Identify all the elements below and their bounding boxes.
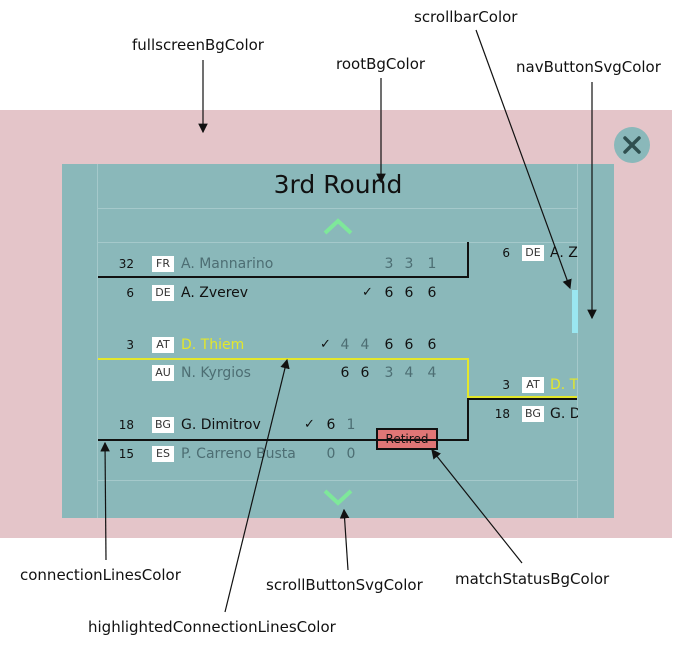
player-flag: ES — [152, 446, 174, 462]
player-score: 6 — [360, 365, 370, 381]
annotation-scroll-button-svg-color: scrollButtonSvgColor — [266, 576, 423, 594]
player-score: 3 — [404, 256, 414, 272]
player-flag: AT — [152, 337, 174, 353]
connection-line — [467, 398, 577, 400]
player-flag: AU — [152, 365, 174, 381]
player-score: 6 — [427, 337, 437, 353]
next-round-player-row[interactable]: 6 DE A. Z — [492, 244, 578, 264]
annotation-connection-lines-color: connectionLinesColor — [20, 566, 181, 584]
match-1-player-1-row[interactable]: 32 FR A. Mannarino 3 3 1 — [98, 255, 438, 275]
player-name: G. D — [550, 406, 578, 422]
player-score: 6 — [427, 285, 437, 301]
close-button[interactable] — [614, 127, 650, 163]
annotation-fullscreen-bg-color: fullscreenBgColor — [132, 36, 264, 54]
annotation-root-bg-color: rootBgColor — [336, 55, 426, 73]
scroll-down-divider — [98, 480, 578, 481]
player-name: P. Carreno Busta — [181, 446, 296, 462]
player-score: 6 — [384, 337, 394, 353]
winner-check-icon: ✓ — [362, 285, 373, 300]
scroll-down-button[interactable] — [322, 488, 354, 512]
player-seed: 6 — [126, 286, 134, 300]
player-score: 4 — [404, 365, 414, 381]
connection-line — [98, 276, 469, 278]
match-1-player-2-row[interactable]: 6 DE A. Zverev ✓ 6 6 6 — [98, 284, 438, 304]
player-score: 0 — [326, 446, 336, 462]
player-seed: 6 — [502, 246, 510, 260]
header-divider — [98, 208, 578, 209]
player-score: 6 — [404, 285, 414, 301]
player-score: 4 — [427, 365, 437, 381]
player-seed: 32 — [118, 257, 134, 271]
annotation-scrollbar-color: scrollbarColor — [414, 8, 518, 26]
player-seed: 15 — [118, 447, 134, 461]
bracket-root: 3rd Round 32 FR A. Mannarino 3 3 1 6 DE … — [62, 164, 614, 518]
player-score: 6 — [384, 285, 394, 301]
player-flag: FR — [152, 256, 174, 272]
player-score: 4 — [340, 337, 350, 353]
panel-divider-left — [97, 164, 98, 518]
chevron-down-icon — [323, 489, 353, 506]
annotation-nav-button-svg-color: navButtonSvgColor — [516, 58, 661, 76]
player-name: A. Mannarino — [181, 256, 274, 272]
match-2-player-2-row[interactable]: AU N. Kyrgios 6 6 3 4 4 — [98, 364, 438, 384]
player-score: 0 — [346, 446, 356, 462]
player-score: 1 — [346, 417, 356, 433]
match-2-player-1-row[interactable]: 3 AT D. Thiem ✓ 4 4 6 6 6 — [98, 336, 438, 356]
player-score: 6 — [326, 417, 336, 433]
connection-line — [467, 398, 469, 441]
highlighted-connection-line — [98, 358, 469, 360]
winner-check-icon: ✓ — [320, 337, 331, 352]
player-score: 3 — [384, 256, 394, 272]
player-flag: BG — [152, 417, 174, 433]
player-name: D. Thiem — [181, 337, 245, 353]
player-seed: 18 — [118, 418, 134, 432]
highlighted-connection-line — [467, 358, 469, 398]
player-name: N. Kyrgios — [181, 365, 251, 381]
player-flag: DE — [152, 285, 174, 301]
close-icon — [623, 136, 641, 154]
player-name: D. T — [550, 377, 578, 393]
connection-line — [98, 439, 469, 441]
player-seed: 18 — [494, 407, 510, 421]
connection-line — [467, 242, 469, 278]
player-score: 4 — [360, 337, 370, 353]
player-flag: BG — [522, 406, 544, 422]
player-score: 6 — [404, 337, 414, 353]
next-round-player-row[interactable]: 3 AT D. T — [492, 376, 578, 396]
scrollbar-thumb[interactable] — [572, 290, 578, 333]
annotation-highlighted-connection-lines-color: highlightedConnectionLinesColor — [88, 618, 336, 636]
player-score: 3 — [384, 365, 394, 381]
winner-check-icon: ✓ — [304, 417, 315, 432]
scroll-up-button[interactable] — [322, 216, 354, 240]
panel-divider-right — [577, 164, 578, 518]
annotation-match-status-bg-color: matchStatusBgColor — [455, 570, 610, 588]
round-title: 3rd Round — [273, 170, 403, 199]
chevron-up-icon — [323, 218, 353, 235]
player-seed: 3 — [126, 338, 134, 352]
next-round-player-row[interactable]: 18 BG G. D — [492, 405, 578, 425]
player-name: A. Z — [550, 245, 578, 261]
player-flag: DE — [522, 245, 544, 261]
player-name: G. Dimitrov — [181, 417, 261, 433]
player-score: 1 — [427, 256, 437, 272]
player-name: A. Zverev — [181, 285, 249, 301]
scroll-up-divider — [98, 242, 578, 243]
player-seed: 3 — [502, 378, 510, 392]
player-flag: AT — [522, 377, 544, 393]
highlighted-connection-line — [467, 396, 577, 398]
player-score: 6 — [340, 365, 350, 381]
